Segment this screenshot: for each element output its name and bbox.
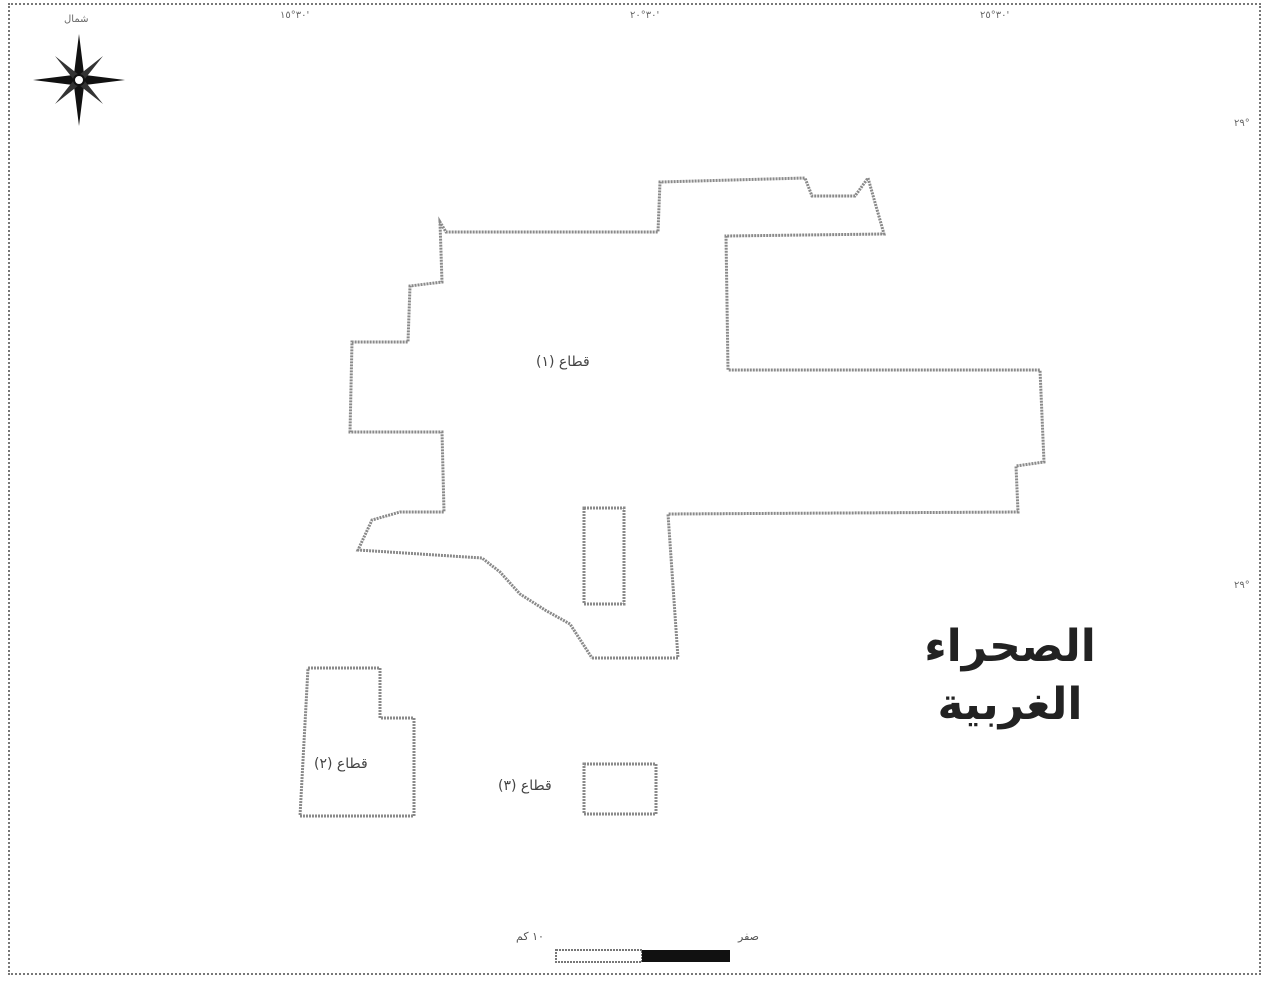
right-tick-2: ٢٩° bbox=[1234, 580, 1250, 591]
scale-end-label: ١٠ كم bbox=[516, 930, 544, 943]
region-3-label: قطاع (٣) bbox=[498, 778, 552, 794]
top-tick-2: ٣٠°٢٠' bbox=[630, 10, 660, 21]
area-name-line2: الغربية bbox=[937, 679, 1083, 730]
compass-rose-icon bbox=[33, 34, 125, 126]
region-1-inner-block bbox=[582, 506, 626, 606]
region-2-label: قطاع (٢) bbox=[314, 756, 368, 772]
right-tick-1: ٢٩° bbox=[1234, 118, 1250, 129]
area-name: الصحراء الغربية bbox=[912, 618, 1108, 734]
region-1-label: قطاع (١) bbox=[536, 354, 590, 370]
scale-bar bbox=[555, 949, 730, 963]
north-label: شمال bbox=[64, 14, 89, 25]
region-2-boundary bbox=[298, 666, 416, 818]
region-3-boundary bbox=[582, 762, 658, 816]
top-tick-1: ٣٠°١٥' bbox=[280, 10, 310, 21]
map-frame bbox=[8, 3, 1261, 975]
region-1-boundary bbox=[348, 174, 1046, 660]
area-name-line1: الصحراء bbox=[924, 621, 1096, 672]
top-tick-3: ٣٠°٢٥' bbox=[980, 10, 1010, 21]
scale-start-label: صفر bbox=[738, 930, 759, 943]
